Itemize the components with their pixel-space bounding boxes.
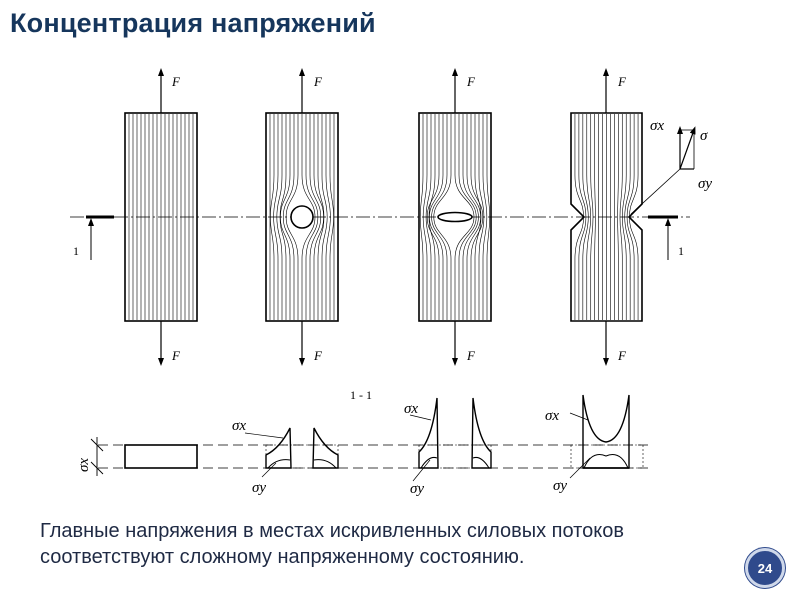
- flow-line: [429, 114, 444, 320]
- flow-line: [582, 114, 589, 320]
- sigma-x-label: σx: [76, 458, 92, 472]
- flow-line: [270, 114, 275, 320]
- force-label: F: [171, 74, 181, 89]
- flow-line: [313, 114, 324, 320]
- elliptical-hole: [437, 211, 473, 223]
- flow-line: [594, 114, 596, 320]
- page-number: 24: [757, 560, 773, 576]
- sigma-resultant-arrow: [679, 126, 696, 170]
- sigma-y-label: σy: [698, 176, 712, 192]
- flow-lines: [419, 114, 491, 320]
- flow-line: [619, 114, 623, 320]
- flow-line: [590, 114, 594, 320]
- circular-hole: [290, 205, 314, 229]
- section-circular-hole: [244, 427, 339, 478]
- flow-line: [426, 114, 440, 320]
- force-label: F: [617, 74, 627, 89]
- sigma-y-label: σy: [553, 478, 567, 494]
- flow-line: [273, 114, 279, 320]
- flow-line: [586, 114, 591, 320]
- flow-line: [431, 114, 448, 320]
- flow-line: [482, 114, 488, 320]
- sigma-y-label: σy: [410, 481, 424, 497]
- sigma-y-label: σy: [252, 480, 266, 496]
- flow-line: [279, 114, 287, 320]
- sigma-x-label: σx: [232, 418, 246, 434]
- flow-line: [425, 114, 432, 320]
- flow-line: [617, 114, 619, 320]
- flow-line: [470, 114, 484, 320]
- flow-line: [305, 114, 319, 320]
- flow-line: [433, 114, 452, 320]
- flow-line: [454, 114, 475, 320]
- slide-caption: Главные напряжения в местах искривленных…: [40, 520, 624, 568]
- flow-line: [466, 114, 481, 320]
- flow-line: [325, 114, 331, 320]
- specimen-elliptical-hole: F F: [418, 68, 492, 366]
- section-title: 1 - 1: [350, 388, 372, 402]
- specimen-circular-hole: F F: [265, 68, 339, 366]
- flow-line: [329, 114, 334, 320]
- flow-lines: [128, 114, 194, 320]
- flow-line: [422, 114, 428, 320]
- flow-line: [486, 114, 491, 320]
- flow-line: [624, 114, 631, 320]
- flow-line: [478, 114, 485, 320]
- flow-line: [321, 114, 328, 320]
- force-label: F: [466, 74, 476, 89]
- force-label: F: [466, 348, 476, 363]
- section-v-notch: [569, 394, 644, 479]
- force-label: F: [617, 348, 627, 363]
- flow-line: [282, 114, 295, 320]
- sigma-label: σ: [700, 128, 708, 144]
- thickness-dimension: σx: [76, 437, 104, 476]
- sigma-x-label: σx: [404, 401, 418, 417]
- force-label: F: [313, 74, 323, 89]
- flow-line: [626, 114, 635, 320]
- section-elliptical-hole: [409, 397, 492, 482]
- flow-lines: [269, 114, 335, 320]
- flow-line: [462, 114, 479, 320]
- flow-line: [317, 114, 325, 320]
- flow-line: [578, 114, 587, 320]
- section-number: 1: [73, 244, 79, 258]
- sigma-x-label: σx: [545, 408, 559, 424]
- uniform-stress-block: [124, 444, 198, 469]
- flow-line: [458, 114, 477, 320]
- flow-line: [419, 114, 424, 320]
- stress-concentration-diagram: F F 1 F F F F F F 1: [70, 68, 712, 497]
- flow-line: [474, 114, 482, 320]
- force-label: F: [171, 348, 181, 363]
- page-number-badge: 24: [745, 548, 785, 588]
- specimen-outline: [570, 112, 643, 322]
- flow-line: [301, 114, 316, 320]
- flow-line: [285, 114, 299, 320]
- section-number: 1: [678, 244, 684, 258]
- slide-title: Концентрация напряжений: [10, 8, 376, 38]
- flow-line: [309, 114, 322, 320]
- flow-line: [276, 114, 283, 320]
- specimen-v-notch: F F 1 σx σ σy: [570, 68, 712, 366]
- flow-line: [428, 114, 436, 320]
- flow-line: [622, 114, 627, 320]
- leader-line: [630, 168, 681, 215]
- specimen-plain: F F 1: [73, 68, 198, 366]
- force-label: F: [313, 348, 323, 363]
- sigma-x-label: σx: [650, 118, 664, 134]
- flow-line: [280, 114, 291, 320]
